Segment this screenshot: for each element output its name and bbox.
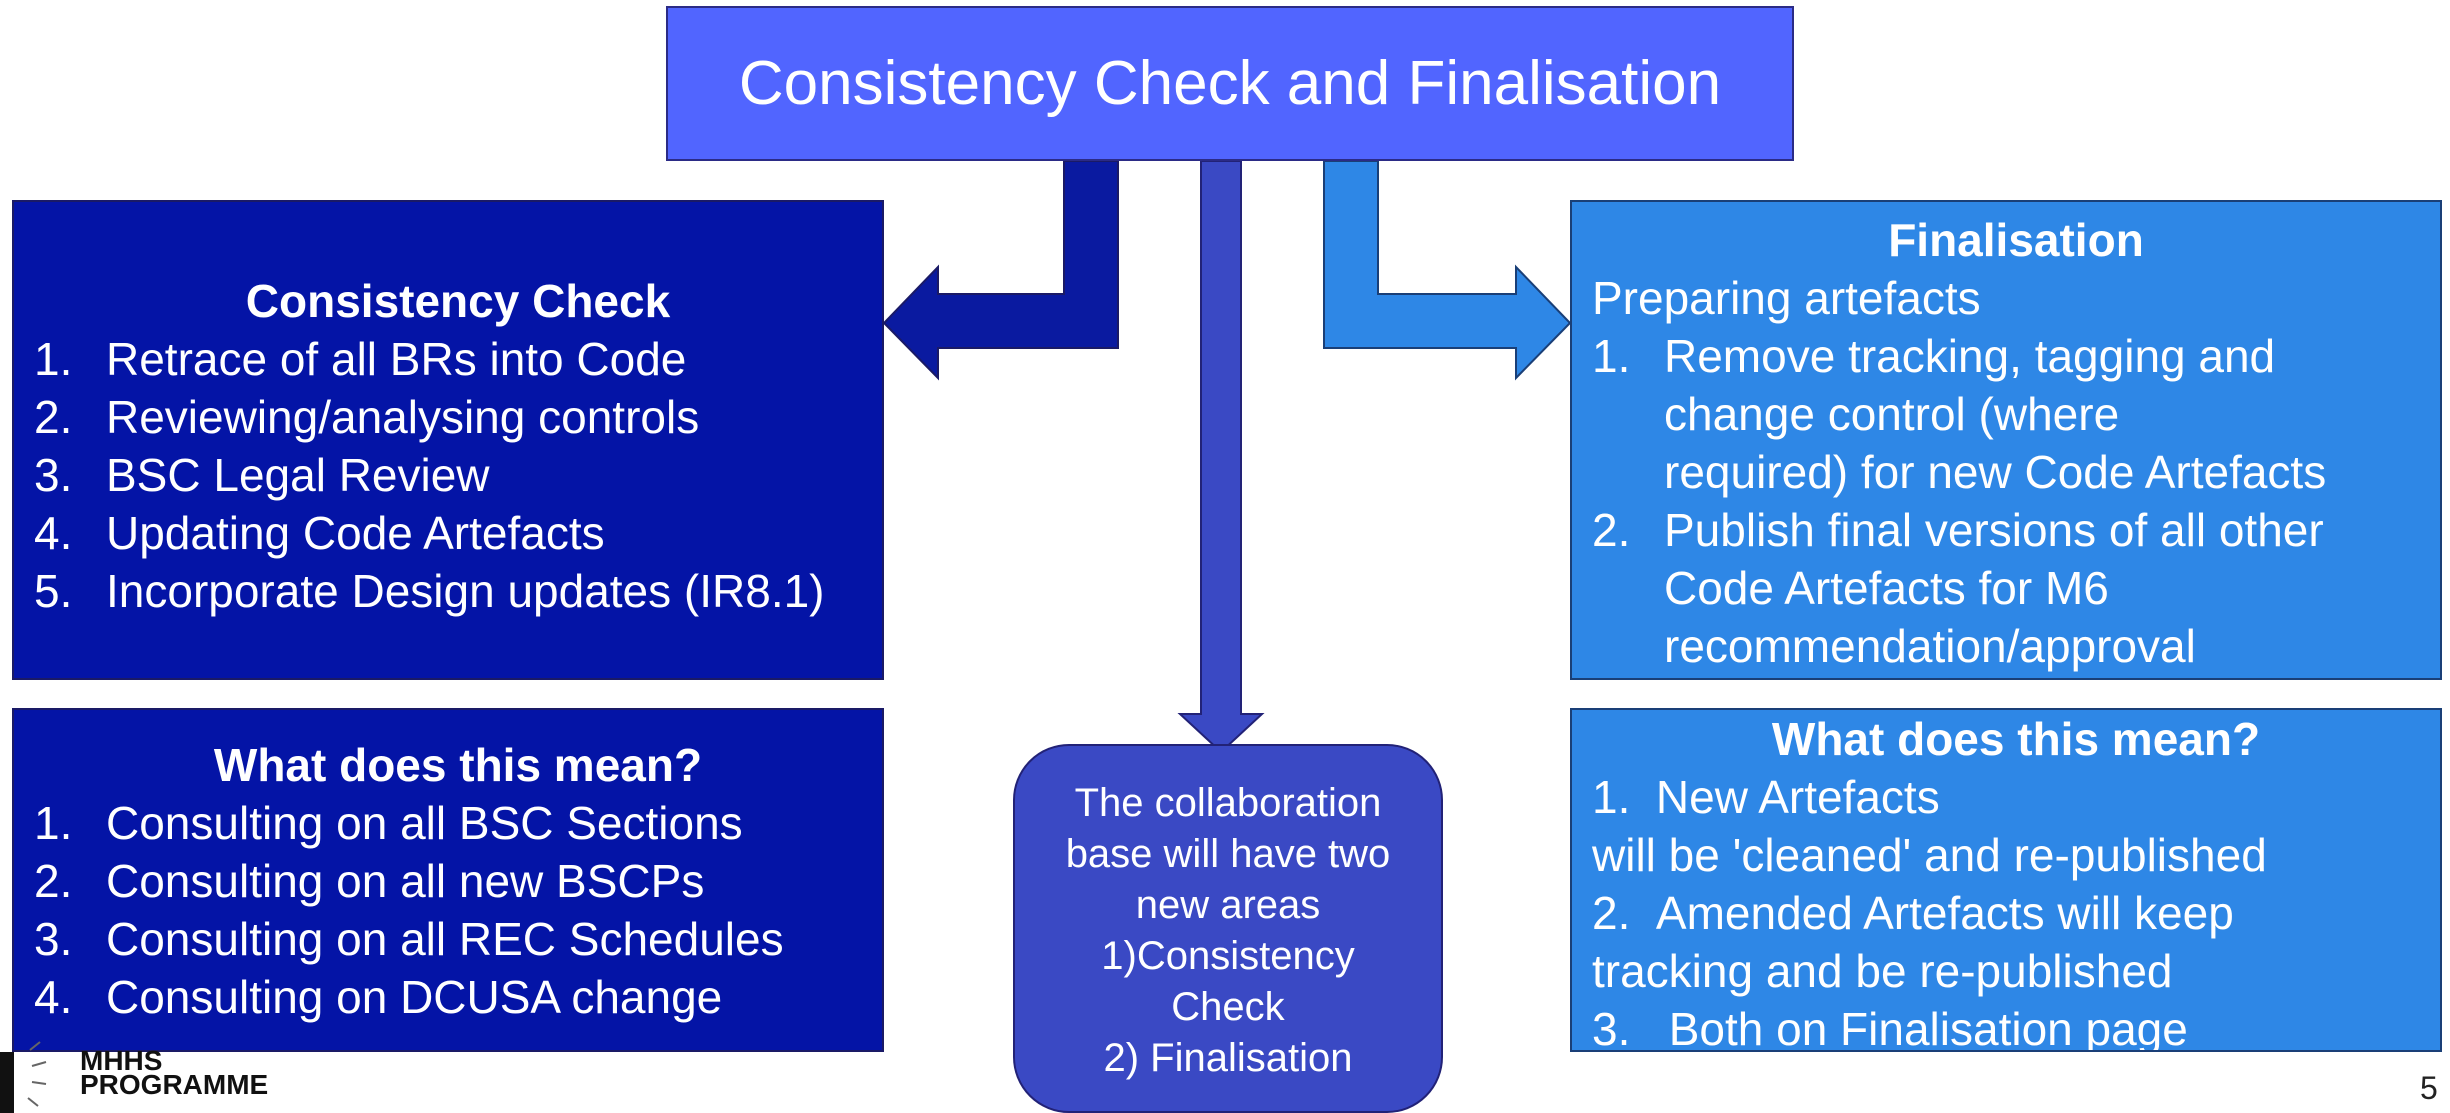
finalisation-meaning-line: 2. Amended Artefacts will keep [1592,887,2234,939]
finalisation-meaning-line: 1. New Artefacts [1592,771,1940,823]
finalisation-meaning-heading: What does this mean? [1771,713,2261,765]
list-item: 2. Publish final versions of all other C… [1592,504,2324,672]
finalisation-heading: Finalisation [1888,214,2144,266]
arrow-to-collaboration [1177,160,1265,754]
list-item: 2.Reviewing/analysing controls [34,391,700,443]
arrow-to-consistency-check [882,160,1119,381]
page-number: 5 [2420,1070,2438,1106]
list-item: 3.BSC Legal Review [34,449,490,501]
finalisation-meaning-line: will be 'cleaned' and re-published [1592,829,2267,881]
diagram-title: Consistency Check and Finalisation [666,6,1794,161]
arrow-to-finalisation [1323,160,1572,381]
list-item: 4.Updating Code Artefacts [34,507,605,559]
consistency-meaning-box: What does this mean? 1.Consulting on all… [12,708,884,1052]
collaboration-line: The collaboration [1074,780,1382,825]
finalisation-box: Finalisation Preparing artefacts 1. Remo… [1570,200,2442,680]
consistency-meaning-heading: What does this mean? [213,739,703,791]
collaboration-note-box: The collaboration base will have two new… [1013,744,1443,1113]
collaboration-line: new areas [1135,882,1321,927]
finalisation-meaning-line: 3. Both on Finalisation page [1592,1003,2188,1052]
list-item: 5.Incorporate Design updates (IR8.1) [34,565,825,617]
finalisation-meaning-box: What does this mean? 1. New Artefacts wi… [1570,708,2442,1052]
finalisation-subheading: Preparing artefacts [1592,272,1981,324]
logo-text-line1: MHHS [80,1045,163,1076]
consistency-check-heading: Consistency Check [245,275,671,327]
collaboration-line: 1)Consistency [1101,933,1355,978]
list-item: 2.Consulting on all new BSCPs [34,855,705,907]
logo-mark-icon [0,1041,47,1113]
logo-text-line2: PROGRAMME [80,1069,269,1100]
list-item: 1.Consulting on all BSC Sections [34,797,743,849]
finalisation-meaning-line: tracking and be re-published [1592,945,2173,997]
list-item: 4.Consulting on DCUSA change [34,971,723,1023]
consistency-check-list: 1.Retrace of all BRs into Code 2.Reviewi… [34,330,882,620]
consistency-check-box: Consistency Check 1.Retrace of all BRs i… [12,200,884,680]
collaboration-line: base will have two [1065,831,1391,876]
list-item: 1.Retrace of all BRs into Code [34,333,687,385]
collaboration-line: 2) Finalisation [1103,1035,1353,1080]
list-item: 3.Consulting on all REC Schedules [34,913,784,965]
consistency-meaning-list: 1.Consulting on all BSC Sections 2.Consu… [34,794,882,1026]
mhhs-logo: MHHS PROGRAMME [0,1040,300,1113]
collaboration-line: Check [1171,984,1285,1029]
list-item: 1. Remove tracking, tagging and change c… [1592,330,2327,498]
finalisation-list: 1. Remove tracking, tagging and change c… [1592,327,2440,675]
